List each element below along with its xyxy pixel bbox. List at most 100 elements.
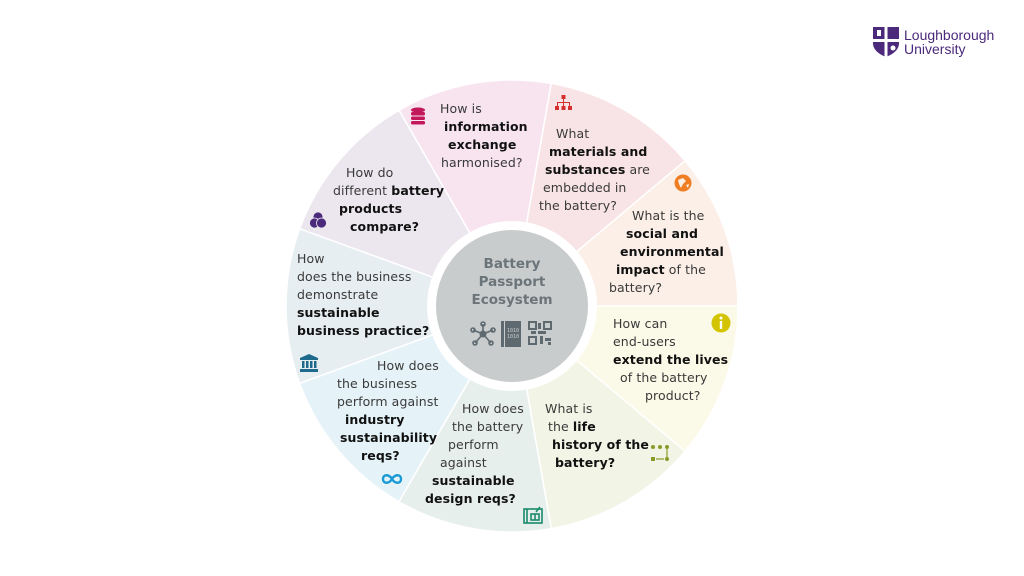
segment-text-line: How bbox=[297, 250, 325, 268]
emphasis-text: impact bbox=[616, 262, 665, 277]
database-icon bbox=[411, 107, 425, 125]
emphasis-text: design reqs? bbox=[425, 491, 516, 506]
segment-text-line: end-users bbox=[613, 333, 676, 351]
segment-text-line: How can bbox=[613, 315, 667, 333]
book-icon: 1010 1010 bbox=[501, 321, 521, 347]
hierarchy-icon bbox=[555, 95, 572, 110]
emphasis-text: materials and bbox=[549, 144, 648, 159]
text: perform bbox=[448, 437, 499, 452]
emphasis-text: sustainable bbox=[432, 473, 515, 488]
segment-text-line: How does bbox=[462, 400, 524, 418]
segment-text-line: harmonised? bbox=[441, 154, 523, 172]
segment-text-line: against bbox=[440, 454, 487, 472]
text: perform against bbox=[337, 394, 439, 409]
text: different bbox=[333, 183, 392, 198]
logo-text-line1: Loughborough bbox=[904, 27, 995, 43]
segment-text-line: the battery? bbox=[539, 197, 617, 215]
text: against bbox=[440, 455, 487, 470]
segment-text-line: of the battery bbox=[620, 369, 708, 387]
venn-icon bbox=[309, 211, 327, 229]
center-title-line: Passport bbox=[478, 274, 546, 290]
svg-text:1010: 1010 bbox=[507, 328, 519, 334]
segment-text-line: different battery bbox=[333, 182, 444, 200]
segment-text-line: What is bbox=[545, 400, 593, 418]
text: the business bbox=[337, 376, 418, 391]
center-title-line: Battery bbox=[483, 256, 541, 272]
segment-text-line: sustainable bbox=[432, 472, 515, 490]
segment-text-line: the battery bbox=[452, 418, 523, 436]
segment-text-line: impact of the bbox=[616, 261, 706, 279]
bank-icon bbox=[300, 354, 318, 372]
text: does the business bbox=[297, 269, 412, 284]
segment-text-line: materials and bbox=[549, 143, 647, 161]
text: of the bbox=[664, 262, 706, 277]
qr-code-icon bbox=[528, 321, 552, 345]
text: embedded in bbox=[543, 180, 627, 195]
emphasis-text: life bbox=[572, 419, 596, 434]
globe-icon bbox=[674, 174, 692, 192]
segment-text-line: product? bbox=[645, 387, 701, 405]
loughborough-university-logo: Loughborough University bbox=[873, 27, 994, 57]
emphasis-text: social and bbox=[626, 226, 699, 241]
text: the bbox=[548, 419, 573, 434]
segment-text-line: social and bbox=[626, 225, 698, 243]
text: How does bbox=[377, 358, 439, 373]
emphasis-text: environmental bbox=[620, 244, 724, 259]
text: How can bbox=[613, 316, 668, 331]
segment-text-line: battery? bbox=[555, 454, 615, 472]
infinity-icon bbox=[381, 474, 403, 484]
segment-business-practice bbox=[285, 227, 515, 385]
emphasis-text: information bbox=[444, 119, 528, 134]
segment-text-line: the life bbox=[548, 418, 596, 436]
logo-text-line2: University bbox=[904, 41, 966, 57]
segment-text-line: products bbox=[339, 200, 402, 218]
text: end-users bbox=[613, 334, 676, 349]
center-title-line: Ecosystem bbox=[471, 292, 553, 308]
emphasis-text: compare? bbox=[350, 219, 420, 234]
text: the battery bbox=[452, 419, 524, 434]
segment-text-line: What is the bbox=[632, 207, 704, 225]
segment-text-line: embedded in bbox=[543, 179, 626, 197]
segment-text-line: environmental bbox=[620, 243, 724, 261]
segment-text-line: reqs? bbox=[361, 447, 400, 465]
segment-text-line: How do bbox=[346, 164, 393, 182]
emphasis-text: history of the bbox=[552, 437, 649, 452]
text: How does bbox=[462, 401, 524, 416]
segment-text-line: compare? bbox=[350, 218, 419, 236]
emphasis-text: substances bbox=[545, 162, 626, 177]
text: of the battery bbox=[620, 370, 708, 385]
segment-text-line: the business bbox=[337, 375, 417, 393]
emphasis-text: battery? bbox=[555, 455, 616, 470]
network-icon bbox=[470, 321, 496, 346]
segment-text-line: demonstrate bbox=[297, 286, 378, 304]
text: What is the bbox=[632, 208, 705, 223]
text: How do bbox=[346, 165, 394, 180]
segment-text-line: substances are bbox=[545, 161, 650, 179]
emphasis-text: exchange bbox=[448, 137, 517, 152]
emphasis-text: sustainability bbox=[340, 430, 438, 445]
text: demonstrate bbox=[297, 287, 379, 302]
text: How is bbox=[440, 101, 482, 116]
segment-text-line: information bbox=[444, 118, 528, 136]
segment-text-line: design reqs? bbox=[425, 490, 516, 508]
text: product? bbox=[645, 388, 701, 403]
text: the battery? bbox=[539, 198, 617, 213]
segment-text-line: How is bbox=[440, 100, 482, 118]
segment-text-line: perform bbox=[448, 436, 499, 454]
svg-text:1010: 1010 bbox=[507, 334, 519, 340]
text: How bbox=[297, 251, 325, 266]
segment-text-line: does the business bbox=[297, 268, 411, 286]
emphasis-text: sustainable bbox=[297, 305, 380, 320]
segment-text-line: battery? bbox=[609, 279, 662, 297]
emphasis-text: extend the lives bbox=[613, 352, 729, 367]
emphasis-text: reqs? bbox=[361, 448, 400, 463]
text: What bbox=[556, 126, 590, 141]
segment-text-line: industry bbox=[345, 411, 405, 429]
emphasis-text: products bbox=[339, 201, 403, 216]
info-icon bbox=[711, 313, 731, 333]
segment-text-line: business practice? bbox=[297, 322, 429, 340]
segment-text-line: perform against bbox=[337, 393, 438, 411]
text: harmonised? bbox=[441, 155, 523, 170]
segment-text-line: How does bbox=[377, 357, 439, 375]
segment-text-line: exchange bbox=[448, 136, 516, 154]
